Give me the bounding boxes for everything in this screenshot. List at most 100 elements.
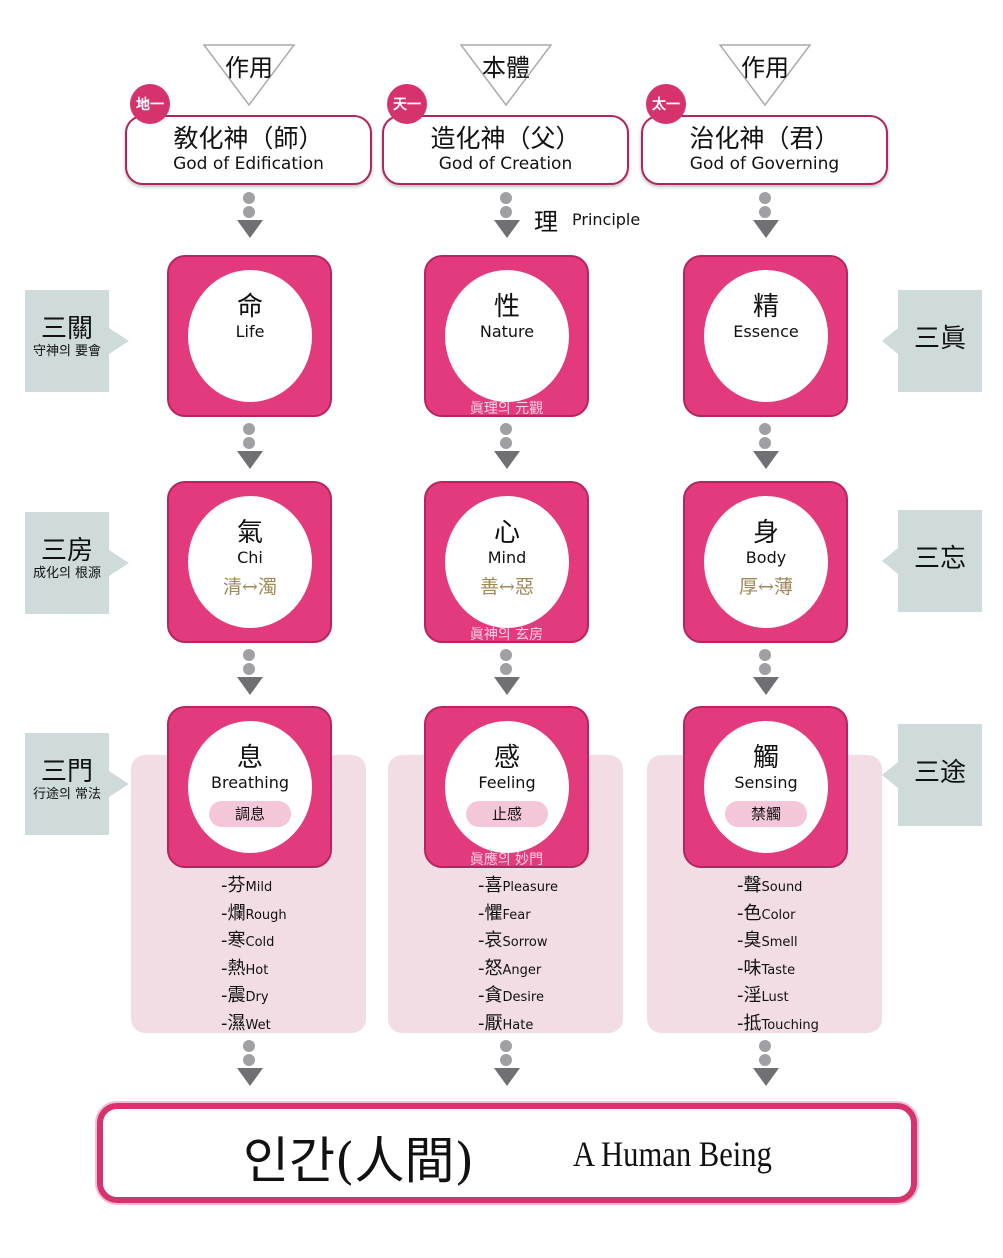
dot: [243, 423, 255, 435]
list-item: -芬Mild: [221, 875, 273, 896]
arrow-down-icon: [237, 1068, 263, 1086]
dot: [500, 663, 512, 675]
pointer-left-icon: [882, 548, 898, 574]
concept-cn: 氣: [236, 518, 263, 548]
dot: [759, 1054, 771, 1066]
right-label-cn: 三眞: [913, 324, 966, 354]
concept-polarity: 善↔惡: [480, 576, 534, 598]
list-item-cn: 聲: [743, 875, 762, 896]
list-item-cn: 寒: [227, 930, 246, 951]
concept-practice: 禁觸: [725, 801, 807, 827]
pointer-right-icon: [109, 550, 129, 576]
concept-en: Nature: [479, 322, 535, 341]
triangle-label: 作用: [225, 54, 273, 82]
concept-en: Feeling: [478, 773, 536, 792]
list-item-cn: 淫: [743, 985, 762, 1006]
role-triangle: 作用: [203, 44, 295, 106]
connector-label-en: Principle: [572, 210, 641, 229]
god-name-cn: 敎化神（師）: [173, 124, 324, 153]
list-item: -聲Sound: [737, 875, 803, 896]
concept-caption: 眞應의 妙門: [469, 852, 544, 868]
list-item-cn: 味: [743, 957, 762, 979]
dot: [759, 663, 771, 675]
dot: [243, 1040, 255, 1052]
right-label: 三眞: [882, 290, 982, 392]
concept-en: Mind: [487, 548, 527, 567]
concept-en: Sensing: [734, 773, 798, 792]
god-box: 治化神（君）God of Governing: [641, 115, 888, 185]
connector-arrow-icon: [494, 423, 520, 471]
list-item-cn: 抵: [743, 1012, 762, 1034]
human-english: A Human Being: [573, 1134, 772, 1174]
list-item-en: Lust: [761, 990, 789, 1005]
left-label: 三門行途의 常法: [25, 733, 129, 835]
list-item: -熱Hot: [221, 957, 269, 979]
connector-arrow-icon: [494, 649, 520, 697]
arrow-down-icon: [237, 451, 263, 469]
list-item-en: Sound: [761, 880, 803, 895]
left-label-sub: 守神의 要會: [32, 344, 102, 359]
list-item-cn: 臭: [743, 930, 762, 951]
concept-cn: 觸: [752, 743, 779, 773]
concept-en: Essence: [733, 322, 799, 341]
dot: [243, 1054, 255, 1066]
dot: [243, 192, 255, 204]
dot: [759, 423, 771, 435]
concept-cn: 命: [236, 292, 263, 322]
list-item-en: Mild: [245, 880, 273, 895]
list-item-cn: 爛: [227, 902, 246, 924]
connector-arrow-icon: [494, 192, 520, 240]
list-item-en: Desire: [502, 990, 544, 1005]
god-name-cn: 治化神（君）: [689, 124, 840, 153]
role-triangle: 作用: [719, 44, 811, 106]
dot: [243, 649, 255, 661]
connector-arrow-icon: [494, 1040, 520, 1088]
list-item-cn: 哀: [484, 930, 503, 951]
left-label-sub: 成化의 根源: [32, 566, 102, 581]
list-item: -懼Fear: [478, 902, 531, 924]
list-item: -味Taste: [737, 957, 796, 979]
dot: [759, 437, 771, 449]
arrow-down-icon: [753, 677, 779, 695]
concept-en: Breathing: [210, 773, 289, 792]
triangle-label: 本體: [482, 54, 530, 82]
arrow-down-icon: [237, 220, 263, 238]
connector-label-cn: 理: [534, 208, 558, 236]
arrow-down-icon: [494, 1068, 520, 1086]
concept-polarity: 清↔濁: [223, 576, 277, 598]
dot: [500, 206, 512, 218]
list-item-en: Sorrow: [502, 935, 548, 950]
list-item: -怒Anger: [478, 957, 542, 979]
dot: [759, 192, 771, 204]
badge: 地一: [130, 84, 170, 124]
dot: [500, 437, 512, 449]
concept-caption: 眞神의 玄房: [469, 627, 544, 643]
connector-arrow-icon: [237, 423, 263, 471]
list-item-en: Touching: [761, 1017, 819, 1033]
list-item-en: Wet: [245, 1017, 271, 1033]
pointer-left-icon: [882, 328, 898, 354]
concept-en: Life: [235, 322, 265, 341]
god-box: 敎化神（師）God of Edification: [125, 115, 372, 185]
list-item-en: Fear: [502, 907, 531, 923]
dot: [243, 206, 255, 218]
god-name-en: God of Governing: [689, 154, 840, 174]
pointer-left-icon: [882, 762, 898, 788]
item-list: -芬Mild-爛Rough-寒Cold-熱Hot-震Dry-濕Wet: [221, 873, 287, 1038]
concept-practice: 止感: [466, 801, 548, 827]
badge: 太一: [646, 84, 686, 124]
left-label-cn: 三房: [40, 536, 93, 566]
concept-polarity: 厚↔薄: [739, 576, 793, 598]
human-being-box: 인간(人間) A Human Being: [97, 1103, 917, 1203]
list-item: -淫Lust: [737, 985, 789, 1006]
list-item-en: Cold: [245, 935, 275, 950]
pointer-right-icon: [109, 771, 129, 797]
left-label-cn: 三門: [40, 757, 93, 787]
dot: [759, 1040, 771, 1052]
